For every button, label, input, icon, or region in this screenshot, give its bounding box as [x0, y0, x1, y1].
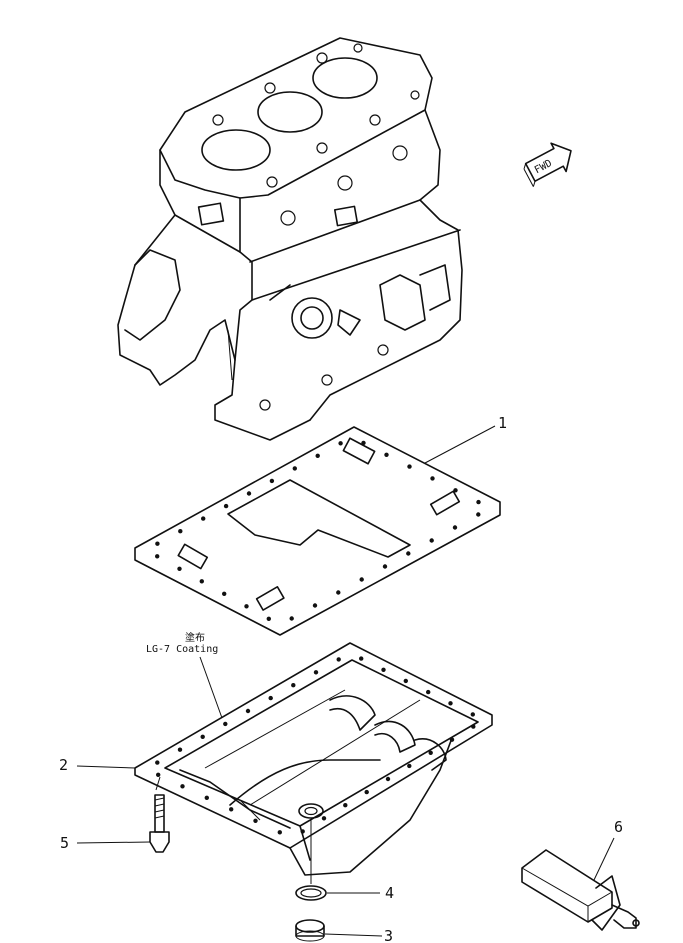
bolt-hole — [245, 708, 251, 714]
coating-kanji: 塗布 — [185, 631, 205, 644]
bolt-hole — [313, 670, 319, 675]
oil-pan-icon — [134, 642, 493, 876]
bolt-hole — [359, 656, 364, 661]
bolt-icon — [149, 794, 170, 853]
bolt-hole — [268, 695, 273, 701]
bolt-hole — [269, 478, 275, 484]
bolt-hole — [177, 747, 183, 752]
bolt-hole — [204, 795, 209, 800]
bolt-hole — [201, 516, 206, 521]
bolt-hole — [177, 566, 182, 571]
gasket-icon — [134, 426, 501, 636]
bolt-hole — [321, 816, 327, 821]
callout-6-dipstick-guide: 6 — [614, 818, 623, 836]
bolt-hole — [428, 750, 433, 755]
leader-lines — [76, 425, 615, 937]
bolt-hole — [266, 616, 271, 621]
bolt-hole — [343, 803, 348, 808]
bolt-hole — [430, 476, 435, 481]
bolt-hole — [361, 440, 366, 446]
bolt-hole — [223, 721, 228, 727]
bolt-hole — [407, 763, 412, 769]
fwd-arrow-icon: FWD — [523, 142, 572, 187]
bolt-hole — [407, 464, 412, 469]
engine-block-icon — [117, 37, 463, 441]
bolt-hole — [364, 789, 369, 795]
bolt-hole — [300, 829, 305, 834]
bolt-hole — [452, 525, 458, 530]
bolt-hole — [246, 491, 252, 496]
callout-1-gasket: 1 — [498, 414, 507, 432]
bolt-hole — [448, 701, 453, 706]
bolt-hole — [253, 818, 258, 823]
bolt-hole — [222, 591, 227, 596]
bolt-hole — [384, 452, 389, 457]
bolt-hole — [155, 554, 160, 559]
bolt-hole — [336, 657, 341, 662]
bolt-hole — [429, 538, 434, 543]
bolt-hole — [200, 734, 205, 739]
seal-ring-icon — [295, 885, 327, 901]
bolt-hole — [476, 499, 481, 505]
bolt-hole — [178, 529, 183, 534]
callout-4-seal-ring: 4 — [385, 884, 394, 902]
bolt-hole — [315, 453, 320, 458]
bolt-hole — [156, 772, 161, 777]
drain-plug-icon — [295, 919, 325, 942]
bolt-hole — [359, 577, 364, 582]
coating-note: LG-7 Coating — [146, 644, 218, 655]
bolt-hole — [403, 678, 408, 684]
bolt-hole — [471, 724, 476, 729]
dipstick-guide-icon — [521, 849, 640, 931]
bolt-hole — [180, 784, 185, 789]
bolt-hole — [312, 603, 318, 608]
bolt-hole — [229, 807, 234, 812]
bolt-hole — [277, 830, 282, 835]
bolt-hole — [449, 737, 455, 742]
callout-3-plug: 3 — [384, 927, 393, 943]
bolt-hole — [426, 689, 431, 695]
callout-5-bolt: 5 — [60, 834, 69, 852]
bolt-hole — [292, 466, 297, 471]
bolt-hole — [155, 541, 160, 546]
bolt-hole — [244, 604, 249, 609]
bolt-hole — [382, 564, 388, 569]
bolt-hole — [223, 503, 229, 509]
bolt-hole — [155, 760, 160, 765]
bolt-hole — [381, 667, 386, 672]
bolt-hole — [291, 683, 296, 688]
bolt-hole — [385, 776, 391, 782]
bolt-hole — [336, 590, 341, 595]
bolt-hole — [476, 512, 481, 517]
bolt-hole — [338, 441, 343, 446]
bolt-hole — [406, 551, 411, 556]
bolt-hole — [199, 579, 204, 584]
bolt-hole — [470, 712, 475, 717]
callout-2-oil-pan: 2 — [59, 756, 68, 774]
bolt-hole — [289, 616, 294, 621]
bolt-hole — [453, 488, 458, 493]
